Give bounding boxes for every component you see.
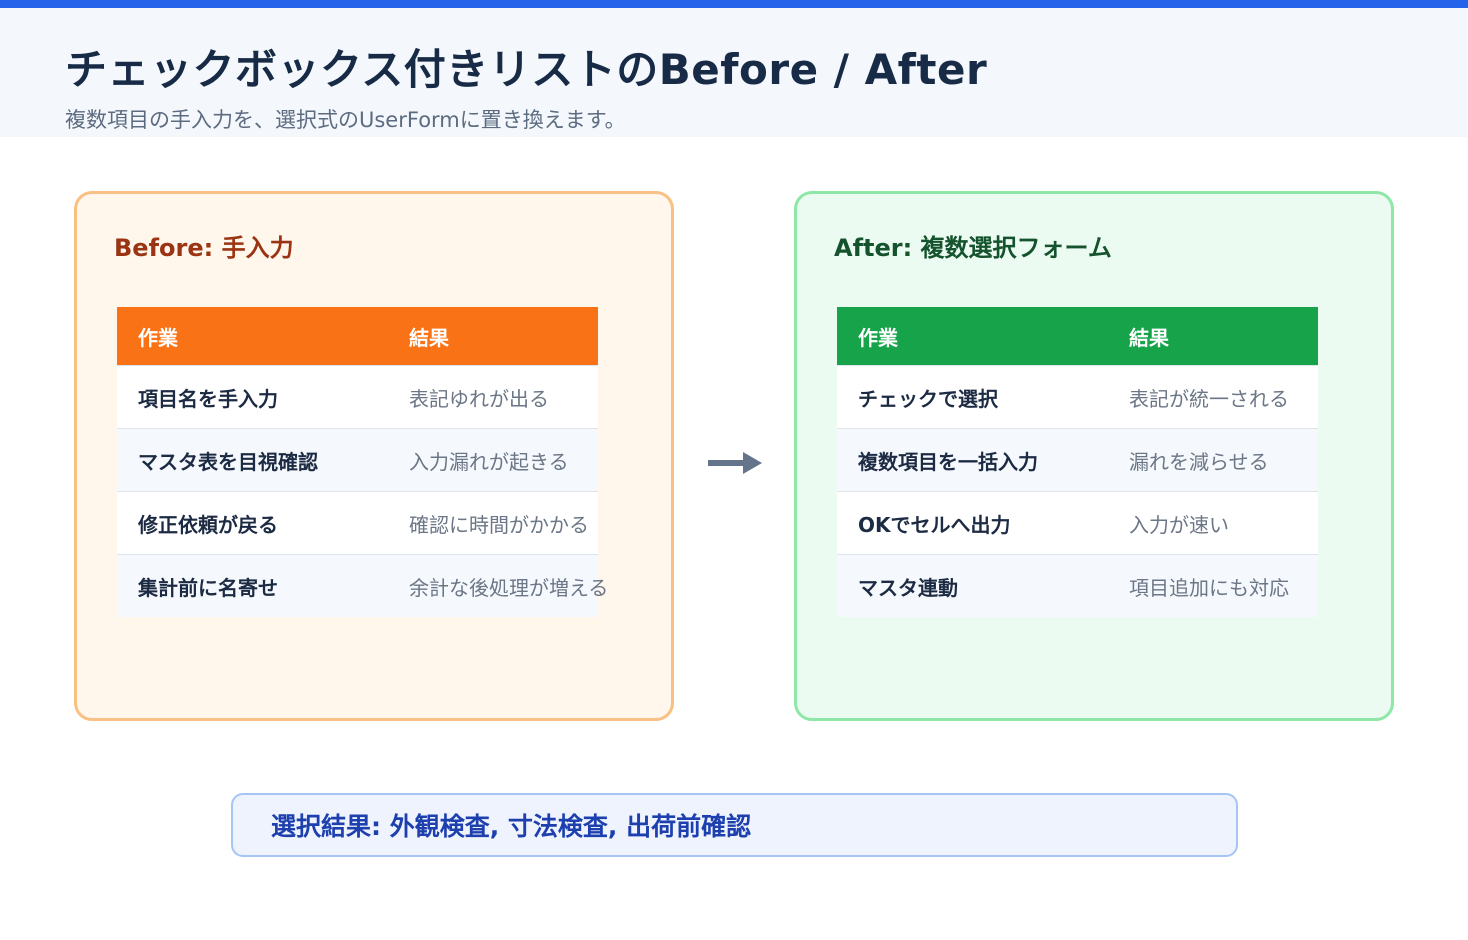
after-row-result: 入力が速い bbox=[1129, 512, 1229, 537]
after-row-result: 漏れを減らせる bbox=[1129, 449, 1269, 474]
after-table-header: 作業 結果 bbox=[837, 307, 1318, 365]
after-column-task-header: 作業 bbox=[858, 325, 898, 350]
after-table-row: マスタ連動 項目追加にも対応 bbox=[837, 554, 1318, 617]
before-column-result-header: 結果 bbox=[409, 325, 449, 350]
selection-result-box: 選択結果: 外観検査, 寸法検査, 出荷前確認 bbox=[231, 793, 1238, 857]
before-table-header: 作業 結果 bbox=[117, 307, 598, 365]
before-row-task: 修正依頼が戻る bbox=[138, 512, 278, 537]
after-table-row: 複数項目を一括入力 漏れを減らせる bbox=[837, 428, 1318, 491]
right-arrow-icon bbox=[708, 452, 762, 474]
after-row-result: 表記が統一される bbox=[1129, 386, 1289, 411]
before-table-row: マスタ表を目視確認 入力漏れが起きる bbox=[117, 428, 598, 491]
after-panel: After: 複数選択フォーム 作業 結果 チェックで選択 表記が統一される 複… bbox=[794, 191, 1394, 721]
before-row-result: 余計な後処理が増える bbox=[409, 575, 609, 600]
before-row-result: 確認に時間がかかる bbox=[409, 512, 589, 537]
before-row-task: 集計前に名寄せ bbox=[138, 575, 278, 600]
after-table-row: チェックで選択 表記が統一される bbox=[837, 365, 1318, 428]
after-row-task: チェックで選択 bbox=[858, 386, 998, 411]
before-table-row: 項目名を手入力 表記ゆれが出る bbox=[117, 365, 598, 428]
before-panel: Before: 手入力 作業 結果 項目名を手入力 表記ゆれが出る マスタ表を目… bbox=[74, 191, 674, 721]
page-header: チェックボックス付きリストのBefore / After 複数項目の手入力を、選… bbox=[0, 8, 1468, 137]
after-table-row: OKでセルへ出力 入力が速い bbox=[837, 491, 1318, 554]
before-table-row: 修正依頼が戻る 確認に時間がかかる bbox=[117, 491, 598, 554]
after-row-task: 複数項目を一括入力 bbox=[858, 449, 1038, 474]
after-row-result: 項目追加にも対応 bbox=[1129, 575, 1289, 600]
before-table: 作業 結果 項目名を手入力 表記ゆれが出る マスタ表を目視確認 入力漏れが起きる… bbox=[117, 307, 608, 617]
after-row-task: OKでセルへ出力 bbox=[858, 512, 1011, 537]
before-row-result: 入力漏れが起きる bbox=[409, 449, 569, 474]
after-table: 作業 結果 チェックで選択 表記が統一される 複数項目を一括入力 漏れを減らせる… bbox=[837, 307, 1318, 617]
before-row-task: マスタ表を目視確認 bbox=[138, 449, 318, 474]
before-row-result: 表記ゆれが出る bbox=[409, 386, 549, 411]
before-row-task: 項目名を手入力 bbox=[138, 386, 278, 411]
page-subtitle: 複数項目の手入力を、選択式のUserFormに置き換えます。 bbox=[65, 108, 626, 132]
top-accent-bar bbox=[0, 0, 1468, 8]
after-panel-title: After: 複数選択フォーム bbox=[834, 234, 1112, 262]
before-column-task-header: 作業 bbox=[138, 325, 178, 350]
before-panel-title: Before: 手入力 bbox=[114, 234, 294, 262]
after-row-task: マスタ連動 bbox=[858, 575, 958, 600]
after-column-result-header: 結果 bbox=[1129, 325, 1169, 350]
selection-result-text: 選択結果: 外観検査, 寸法検査, 出荷前確認 bbox=[271, 812, 752, 841]
page-title: チェックボックス付きリストのBefore / After bbox=[65, 45, 988, 94]
before-table-row: 集計前に名寄せ 余計な後処理が増える bbox=[117, 554, 608, 617]
